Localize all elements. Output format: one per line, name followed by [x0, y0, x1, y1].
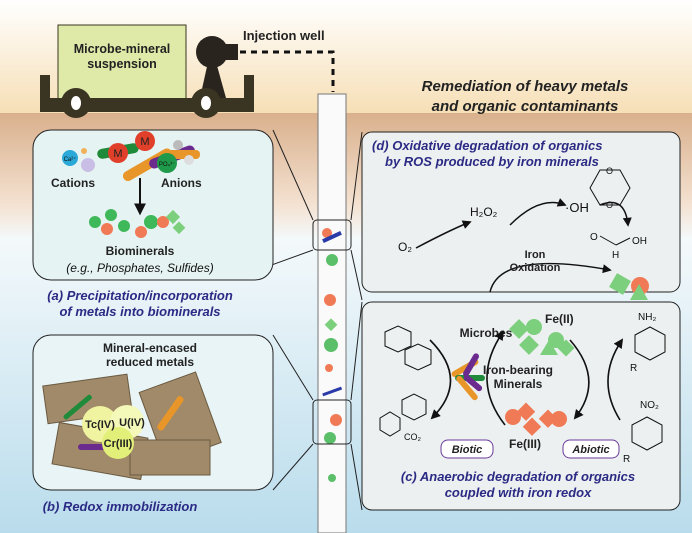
- tank-label-line2: suspension: [87, 57, 156, 71]
- panel-c: Fe(II) Microbes Iron-bearing Minerals Fe…: [361, 301, 681, 511]
- panel-a: M M Ca²⁺ PO₄³⁻ Cations Anions Biomineral…: [32, 129, 274, 281]
- formic-h: H: [612, 250, 619, 261]
- caption-b: (b) Redox immobilization: [43, 499, 198, 514]
- caption-c-line1: (c) Anaerobic degradation of organics: [401, 469, 635, 484]
- injection-well-label: Injection well: [243, 28, 325, 43]
- injection-pipe: [240, 50, 335, 92]
- aniline-structure: [634, 326, 666, 361]
- minerals-label-1: Iron-bearing: [483, 363, 553, 377]
- h2o2-label: H₂O₂: [470, 205, 498, 219]
- abiotic-badge: Abiotic: [571, 444, 609, 456]
- caption-c-line2: coupled with iron redox: [445, 485, 592, 500]
- nitroaromatic-structure: [631, 416, 663, 451]
- fe3-minerals: [505, 402, 567, 436]
- title-line1: Remediation of heavy metals: [422, 78, 629, 95]
- dioxane-o-top: O: [606, 166, 613, 176]
- co2-label: CO₂: [404, 432, 422, 442]
- r-group-bottom: R: [623, 454, 630, 465]
- formic-o: O: [590, 232, 598, 243]
- zoom-box-upper: [312, 219, 352, 251]
- biotic-badge: Biotic: [452, 444, 483, 456]
- injection-well: [317, 93, 347, 533]
- metal-cr: Cr(III): [104, 438, 133, 450]
- biominerals-label: Biominerals: [106, 244, 175, 258]
- fe2-minerals: [509, 319, 575, 357]
- biominerals-cluster: [89, 209, 186, 238]
- fe3-label: Fe(III): [509, 437, 541, 451]
- tank-label-line1: Microbe-mineral: [74, 42, 171, 56]
- cations-label: Cations: [51, 176, 95, 190]
- title-line2: and organic contaminants: [432, 98, 619, 115]
- caption-d-line2: by ROS produced by iron minerals: [385, 154, 599, 169]
- panel-b-title-line1: Mineral-encased: [103, 341, 197, 355]
- biominerals-examples: (e.g., Phosphates, Sulfides): [66, 261, 213, 275]
- r-group-top: R: [630, 363, 637, 374]
- microbes-cluster: [451, 353, 485, 401]
- minerals-label-2: Minerals: [494, 377, 543, 391]
- metal-ion: [108, 143, 128, 163]
- caption-a-line1: (a) Precipitation/incorporation: [47, 288, 233, 303]
- phosphate-label: PO₄³⁻: [159, 162, 175, 168]
- well-particles: [322, 228, 343, 482]
- hydroxyl-radical-label: ·OH: [565, 200, 589, 215]
- zoom-box-lower: [312, 399, 352, 445]
- panel-b-title-line2: reduced metals: [106, 355, 194, 369]
- o2-label: O₂: [398, 240, 412, 254]
- panel-d: (d) Oxidative degradation of organics by…: [361, 131, 681, 300]
- no2-label: NO₂: [640, 400, 659, 411]
- metal-tc: Tc(IV): [85, 419, 115, 431]
- anions-label: Anions: [161, 176, 202, 190]
- metal-ion-label: M: [140, 136, 149, 148]
- nh2-label: NH₂: [638, 312, 656, 323]
- caption-a-line2: of metals into biominerals: [59, 304, 220, 319]
- dioxane-structure: [589, 169, 631, 206]
- pah-structure: [384, 325, 412, 353]
- iron-oxidation-label-1: Iron: [525, 249, 546, 261]
- iron-oxidation-label-2: Oxidation: [510, 262, 561, 274]
- calcium-label: Ca²⁺: [64, 156, 77, 163]
- truck: Microbe-mineral suspension: [40, 24, 254, 118]
- fe2-label: Fe(II): [545, 312, 574, 326]
- panel-b: Mineral-encased reduced metals Tc(IV) U(…: [32, 334, 274, 491]
- dioxane-o-bottom: O: [606, 200, 613, 210]
- microbes-label: Microbes: [460, 326, 513, 340]
- metal-ion-label: M: [113, 148, 122, 160]
- metal-u: U(IV): [119, 417, 145, 429]
- caption-d-line1: (d) Oxidative degradation of organics: [372, 138, 602, 153]
- formic-oh: OH: [632, 236, 647, 247]
